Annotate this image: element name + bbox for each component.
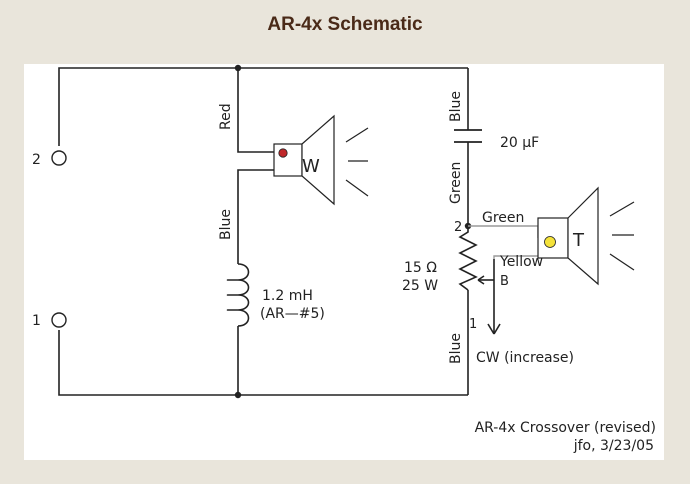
junction-dot bbox=[234, 64, 242, 72]
tweeter-letter: T bbox=[572, 230, 585, 251]
wiring bbox=[58, 67, 469, 396]
capacitor-icon bbox=[454, 129, 482, 143]
capacitor-wire-blue-label: Blue bbox=[448, 91, 464, 122]
credit: jfo, 3/23/05 bbox=[573, 438, 654, 454]
capacitor-wire-green-label: Green bbox=[448, 162, 464, 204]
schematic-panel: 2 1 W Red Blue 1.2 mH (AR—#5) 20 μF Blue… bbox=[24, 64, 664, 460]
woofer-wire-red-label: Red bbox=[218, 103, 234, 130]
terminal-2: 2 bbox=[32, 150, 67, 168]
wiper-b-label: B bbox=[500, 274, 509, 289]
svg-text:2: 2 bbox=[32, 152, 41, 168]
tweeter-lead-green bbox=[468, 225, 539, 238]
tweeter-wire-yellow-label: Yellow bbox=[499, 254, 543, 270]
schematic-diagram: 2 1 W Red Blue 1.2 mH (AR—#5) 20 μF Blue… bbox=[32, 64, 656, 454]
inductor-value-label: 1.2 mH bbox=[262, 288, 313, 304]
direction-label: CW (increase) bbox=[476, 350, 574, 366]
resistor-watts-label: 25 W bbox=[402, 278, 438, 294]
terminal-1: 1 bbox=[32, 312, 67, 329]
resistor-pin-top-label: 2 bbox=[454, 220, 462, 235]
inductor-part-label: (AR—#5) bbox=[260, 306, 325, 322]
tweeter-lead-yellow bbox=[493, 255, 538, 259]
junction-dot bbox=[234, 391, 242, 399]
woofer-wire-blue-label: Blue bbox=[218, 209, 234, 240]
tweeter-wire-green-label: Green bbox=[482, 210, 524, 226]
capacitor-value-label: 20 μF bbox=[500, 135, 539, 151]
resistor-zigzag-icon bbox=[458, 226, 478, 291]
woofer-letter: W bbox=[302, 156, 320, 177]
tweeter-speaker-icon: T bbox=[537, 186, 635, 286]
resistor-pin-bottom-label: 1 bbox=[469, 317, 477, 332]
resistor-ohms-label: 15 Ω bbox=[404, 260, 437, 276]
caption: AR-4x Crossover (revised) bbox=[475, 420, 656, 436]
svg-text:1: 1 bbox=[32, 313, 41, 329]
page-title: AR-4x Schematic bbox=[267, 14, 423, 35]
woofer-speaker-icon: W bbox=[273, 114, 369, 206]
resistor-wire-blue-label: Blue bbox=[448, 333, 464, 364]
inductor-coil-icon bbox=[226, 263, 250, 327]
wiper-arrow-icon bbox=[477, 259, 501, 335]
